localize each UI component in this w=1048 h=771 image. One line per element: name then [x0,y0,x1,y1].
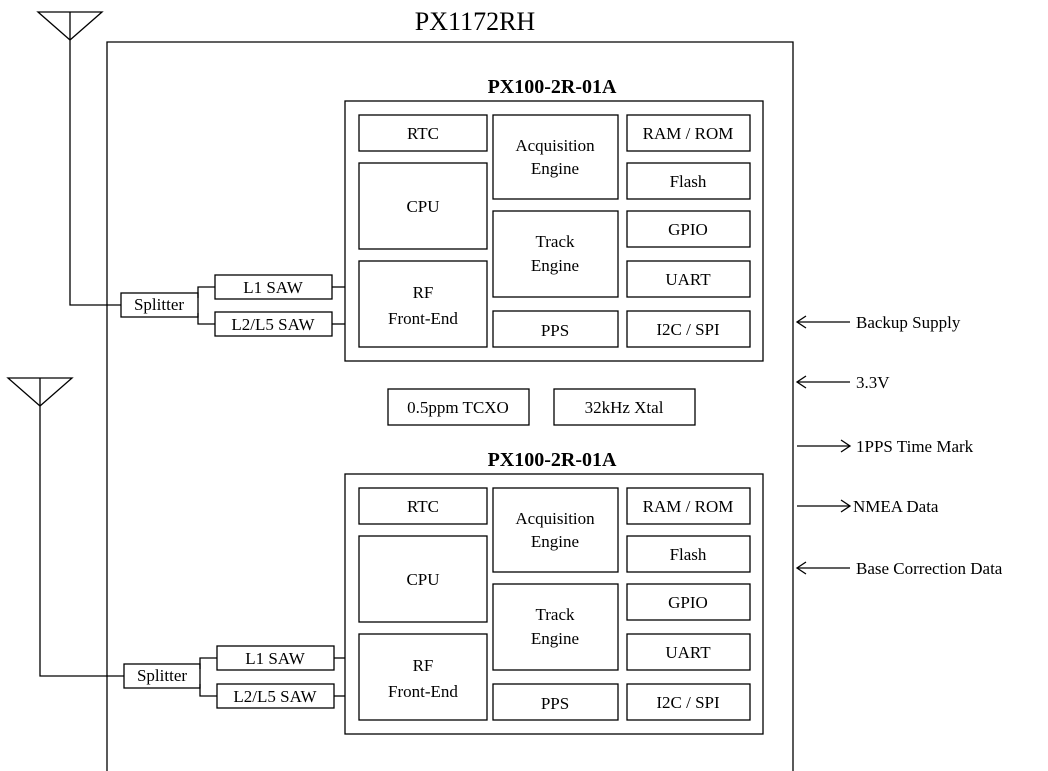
arrow-in-icon [795,561,807,575]
chip-label-bottom: PX100-2R-01A [488,449,617,471]
rf-label-line1: RF [413,656,434,675]
acq-label-line1: Acquisition [515,509,595,528]
splitter-top: Splitter [134,295,184,314]
tcxo-box [387,388,530,426]
cpu-block: CPU [406,570,439,589]
signal-3v3: 3.3V [856,373,890,392]
flash-block: Flash [670,172,707,191]
track-label-line1: Track [535,232,575,251]
module-title: PX1172RH [415,7,536,36]
track-label-line2: Engine [531,629,579,648]
i2c-spi-block: I2C / SPI [656,320,720,339]
arrow-out-icon [840,439,852,453]
flash-block: Flash [670,545,707,564]
chip-bottom: RTC CPU RF Front-End Acquisition Engine … [344,473,764,735]
l2-saw-top: L2/L5 SAW [231,315,315,334]
signal-nmea: NMEA Data [853,497,939,516]
rf-label-line1: RF [413,283,434,302]
rtc-block: RTC [407,497,439,516]
xtal-label: 32kHz Xtal [585,398,664,417]
arrow-in-icon [795,375,807,389]
signal-backup-supply: Backup Supply [856,313,961,332]
pps-block: PPS [541,321,569,340]
l2-saw-bottom: L2/L5 SAW [233,687,317,706]
splitter-box-bottom [123,663,201,689]
rf-label-line2: Front-End [388,682,458,701]
acq-label-line2: Engine [531,159,579,178]
arrow-in-icon [795,315,807,329]
rf-label-line2: Front-End [388,309,458,328]
xtal-box [553,388,696,426]
antenna-icon-top [37,11,103,41]
gpio-block: GPIO [668,593,708,612]
track-label-line1: Track [535,605,575,624]
ramrom-block: RAM / ROM [643,497,734,516]
antenna-feed-top [69,40,121,306]
signal-1pps: 1PPS Time Mark [856,437,974,456]
tcxo-label: 0.5ppm TCXO [407,398,509,417]
chip-label-top: PX100-2R-01A [488,76,617,98]
ramrom-block: RAM / ROM [643,124,734,143]
i2c-spi-block: I2C / SPI [656,693,720,712]
chip-top: RTC CPU RF Front-End Acquisition Engine … [344,100,764,362]
arrow-out-icon [840,499,852,513]
acq-label-line1: Acquisition [515,136,595,155]
module-outline [106,41,794,771]
antenna-feed-bottom [39,406,124,677]
l1-saw-top: L1 SAW [243,278,304,297]
acq-label-line2: Engine [531,532,579,551]
track-label-line2: Engine [531,256,579,275]
uart-block: UART [665,643,711,662]
gpio-block: GPIO [668,220,708,239]
pps-block: PPS [541,694,569,713]
l1-saw-bottom: L1 SAW [245,649,306,668]
antenna-icon-bottom [7,377,73,407]
rtc-block: RTC [407,124,439,143]
uart-block: UART [665,270,711,289]
splitter-bottom: Splitter [137,666,187,685]
signal-base-correction: Base Correction Data [856,559,1003,578]
cpu-block: CPU [406,197,439,216]
